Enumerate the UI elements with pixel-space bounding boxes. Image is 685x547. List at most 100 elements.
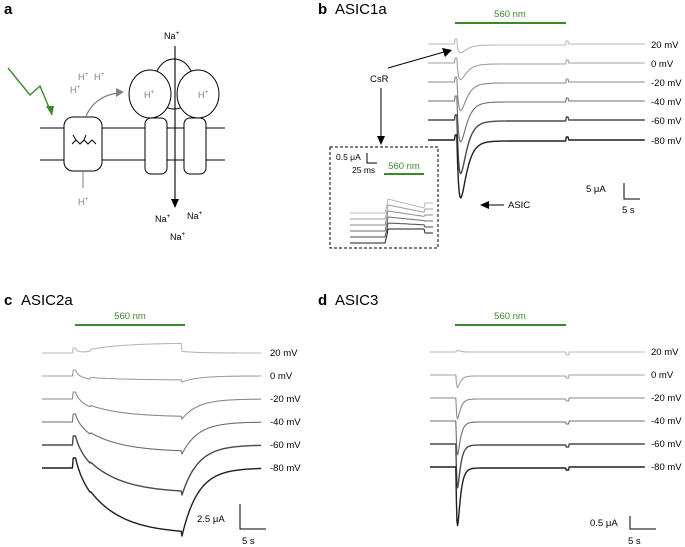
inset-trace <box>350 198 433 214</box>
sodium-arrowhead-icon <box>171 199 179 208</box>
proton-arrowhead-icon <box>116 88 124 97</box>
stimulus-label-b: 560 nm <box>494 9 526 20</box>
traces-asic3 <box>429 349 645 527</box>
csr-pointer-arrowhead-icon <box>442 48 452 57</box>
panel-letter-a: a <box>4 1 13 18</box>
voltage-label: 20 mV <box>651 40 679 51</box>
scale-bar-c <box>239 504 266 530</box>
voltage-label: 0 mV <box>651 59 674 70</box>
retinal-icon <box>71 134 97 145</box>
scale-bar-b <box>623 183 640 200</box>
time-scale-label-d: 5 s <box>628 536 641 547</box>
inset-current-scale-label: 0.5 μA <box>336 152 361 162</box>
traces-asic1a <box>428 38 645 199</box>
voltage-label: -80 mV <box>651 136 682 147</box>
h-label-3: H+ <box>70 84 81 95</box>
inset-traces <box>350 198 433 244</box>
voltage-labels-b: 20 mV 0 mV -20 mV -40 mV -60 mV -80 mV <box>651 40 682 147</box>
asic-pointer-arrowhead-icon <box>480 201 489 209</box>
na-label-2: Na+ <box>187 210 203 221</box>
trace-asic1a <box>428 76 645 112</box>
current-scale-label-c: 2.5 μA <box>197 514 225 525</box>
voltage-label: 20 mV <box>651 347 679 358</box>
h-label-4: H+ <box>144 89 155 100</box>
csr-pump <box>63 116 103 172</box>
inset-trace <box>350 216 433 232</box>
panel-title-b: ASIC1a <box>335 1 387 18</box>
csr-pointer-line <box>387 51 445 69</box>
na-label-3: Na+ <box>170 231 186 242</box>
asic-tm-right <box>183 117 207 175</box>
csr-label: CsR <box>370 74 389 85</box>
trace-asic2a <box>42 369 262 383</box>
voltage-label: -60 mV <box>651 116 682 127</box>
voltage-label: 0 mV <box>270 371 293 382</box>
panel-title-c: ASIC2a <box>21 292 73 309</box>
inset-box <box>329 146 439 249</box>
inset-trace <box>350 204 433 220</box>
trace-asic3 <box>429 443 645 489</box>
time-scale-label-b: 5 s <box>622 205 635 216</box>
panel-b: b ASIC1a 560 nm 20 mV 0 mV -20 mV -40 mV… <box>318 1 682 249</box>
trace-asic1a <box>428 134 645 199</box>
trace-asic3 <box>429 466 645 527</box>
h-label-2: H+ <box>94 71 105 82</box>
voltage-label: -60 mV <box>651 439 682 450</box>
voltage-labels-c: 20 mV 0 mV -20 mV -40 mV -60 mV -80 mV <box>270 348 301 474</box>
voltage-label: 0 mV <box>651 370 674 381</box>
time-scale-label-c: 5 s <box>242 536 255 547</box>
trace-asic2a <box>42 342 262 354</box>
inset-stimulus-label: 560 nm <box>388 161 420 172</box>
voltage-label: -40 mV <box>651 416 682 427</box>
light-arrow-icon <box>7 67 51 111</box>
voltage-label: -20 mV <box>270 394 301 405</box>
proton-arrow <box>85 92 119 117</box>
na-label-top: Na+ <box>164 30 180 41</box>
stimulus-label-c: 560 nm <box>114 311 146 322</box>
panel-c: c ASIC2a 560 nm 20 mV 0 mV -20 mV -40 mV… <box>4 292 301 547</box>
trace-asic1a <box>428 114 645 175</box>
h-label-6: H+ <box>78 196 89 207</box>
panel-letter-d: d <box>318 292 327 309</box>
panel-letter-b: b <box>318 1 327 18</box>
trace-asic2a <box>42 435 262 496</box>
panel-d: d ASIC3 560 nm 20 mV 0 mV -20 mV -40 mV … <box>318 292 682 547</box>
trace-asic3 <box>430 397 645 420</box>
voltage-label: -40 mV <box>270 417 301 428</box>
current-scale-label-d: 0.5 μA <box>590 518 618 529</box>
inset-trace <box>350 228 433 244</box>
csr-inset-arrowhead-icon <box>377 136 385 145</box>
trace-asic2a <box>42 413 262 455</box>
voltage-label: -60 mV <box>270 440 301 451</box>
stimulus-label-d: 560 nm <box>494 311 526 322</box>
asic-tm-left <box>144 117 168 175</box>
voltage-labels-d: 20 mV 0 mV -20 mV -40 mV -60 mV -80 mV <box>651 347 682 473</box>
voltage-label: -20 mV <box>651 393 682 404</box>
na-label-1: Na+ <box>155 213 171 224</box>
voltage-label: -80 mV <box>651 462 682 473</box>
h-label-5: H+ <box>198 89 209 100</box>
light-arrowhead-icon <box>46 106 54 116</box>
trace-asic3 <box>430 349 645 356</box>
trace-asic3 <box>430 420 645 456</box>
trace-asic1a <box>428 38 645 54</box>
panel-a: a Na+ Na+ Na+ Na+ H+ H+ H+ H+ H+ H+ <box>4 1 225 242</box>
trace-asic3 <box>430 374 645 389</box>
voltage-label: 20 mV <box>270 348 298 359</box>
traces-asic2a <box>42 342 262 537</box>
current-scale-label-b: 5 μA <box>586 184 606 195</box>
scale-bar-d <box>629 516 656 530</box>
voltage-label: -40 mV <box>651 97 682 108</box>
trace-asic1a <box>428 57 645 81</box>
voltage-label: -80 mV <box>270 463 301 474</box>
panel-letter-c: c <box>4 292 12 309</box>
inset-time-scale-label: 25 ms <box>352 165 375 175</box>
asic-label: ASIC <box>508 200 530 211</box>
trace-asic2a <box>42 457 262 537</box>
voltage-label: -20 mV <box>651 78 682 89</box>
inset-trace <box>350 222 433 238</box>
trace-asic2a <box>42 391 262 420</box>
h-label-1: H+ <box>78 71 89 82</box>
trace-asic1a <box>428 95 645 143</box>
